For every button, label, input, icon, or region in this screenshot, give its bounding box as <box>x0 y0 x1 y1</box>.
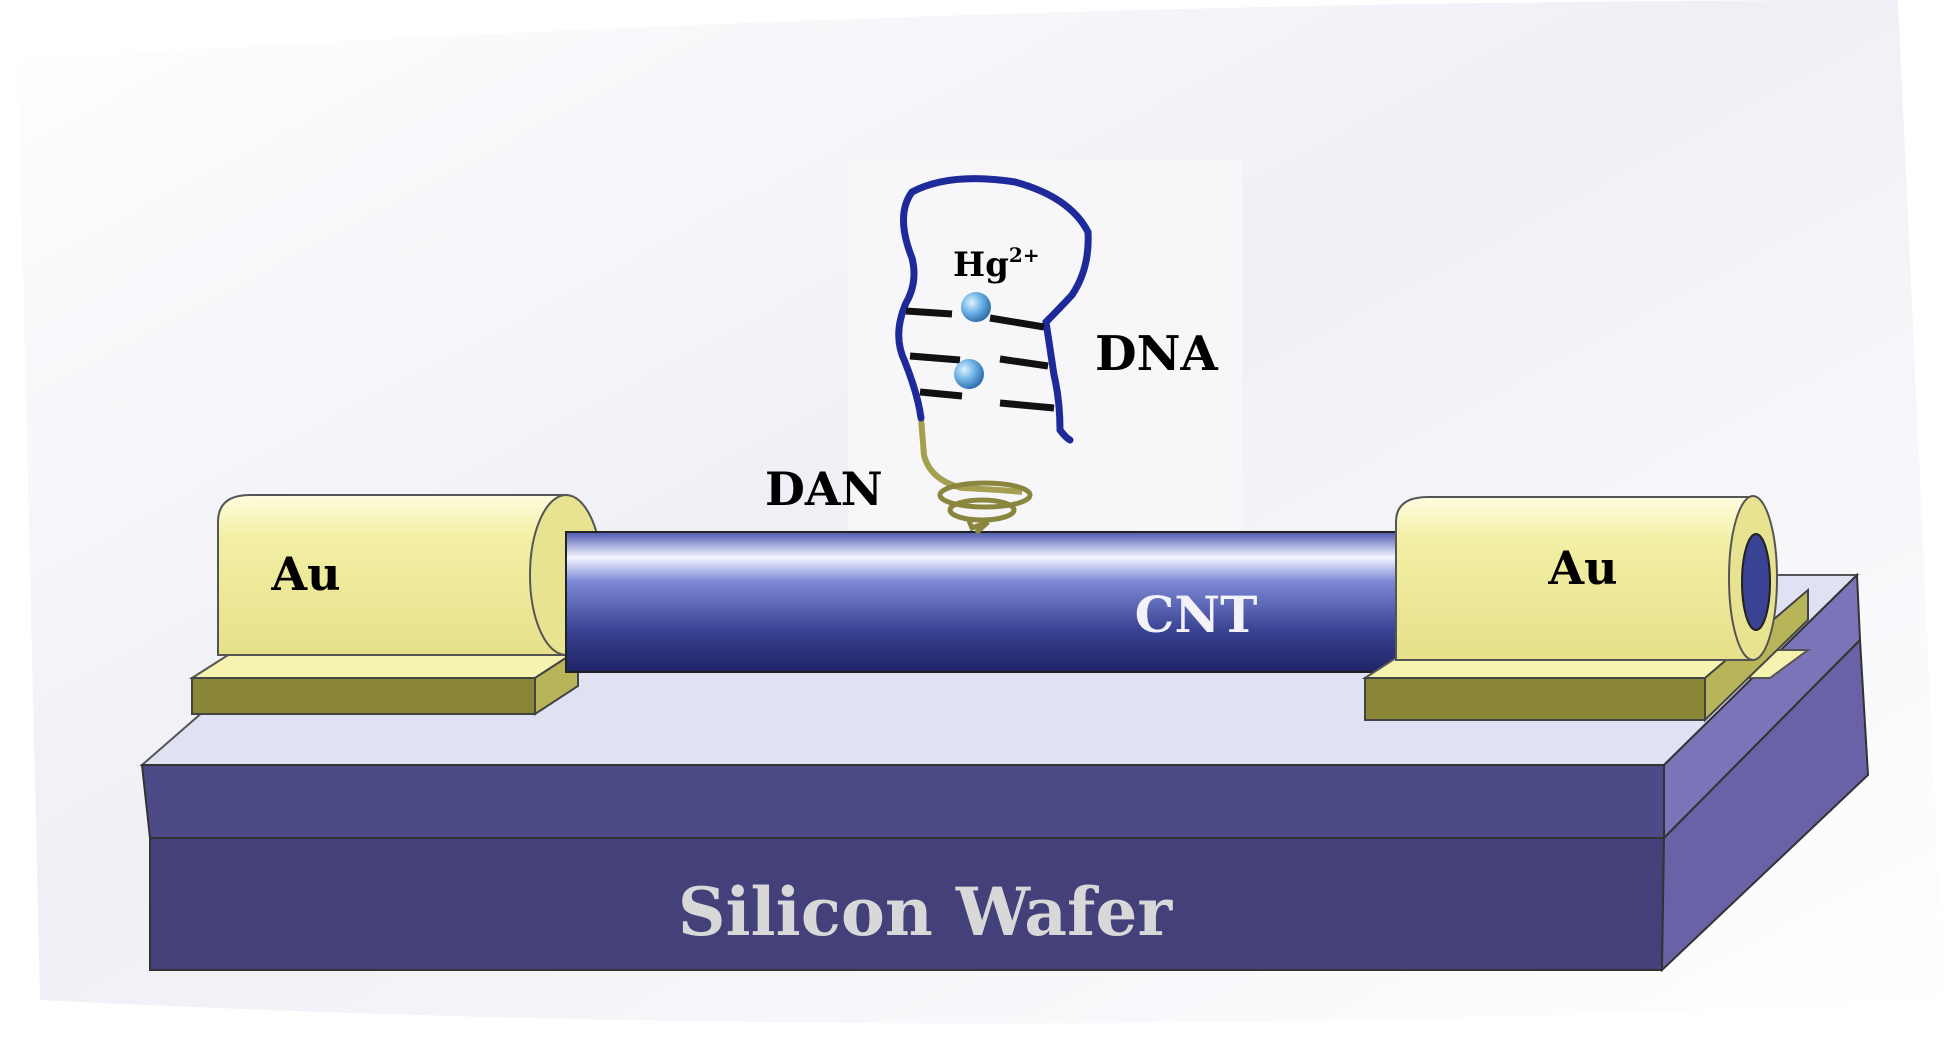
hg-charge: 2+ <box>1009 243 1040 267</box>
dan-linker-stem <box>918 417 1023 495</box>
cnt-body <box>565 531 1397 673</box>
wafer-right-side-lower <box>1660 637 1870 973</box>
left-gold-electrode: Au <box>188 494 603 716</box>
base-pair-2b <box>999 355 1049 370</box>
hg-ion-1 <box>961 292 991 322</box>
right-electrode-base-front <box>1364 677 1706 721</box>
wafer-label: Silicon Wafer <box>678 873 1174 951</box>
dan-anchor <box>965 517 990 535</box>
dan-coil-2 <box>947 497 1017 523</box>
base-pair-2 <box>909 352 961 364</box>
dna-panel <box>848 160 1243 530</box>
hg-ion-2 <box>954 359 984 389</box>
au-left-label: Au <box>270 547 340 601</box>
dna-strand <box>895 175 1092 444</box>
base-pair-3b <box>999 399 1055 412</box>
left-electrode-base-front <box>191 677 536 715</box>
right-electrode-block <box>1395 496 1754 661</box>
dan-coil-1 <box>937 480 1033 510</box>
left-electrode-block <box>217 494 567 656</box>
dna-hairpin: Hg2+ DNA <box>895 175 1219 444</box>
wafer-oxide-layer <box>140 764 1665 839</box>
dna-label: DNA <box>1095 326 1219 382</box>
base-pair-1b <box>989 314 1045 331</box>
hg-label: Hg2+ <box>953 243 1040 285</box>
au-right-label: Au <box>1547 541 1617 595</box>
dan-label: DAN <box>765 462 883 516</box>
right-electrode-cnt-opening <box>1741 533 1771 631</box>
right-gold-electrode: Au <box>1361 495 1812 723</box>
carbon-nanotube: CNT <box>565 531 1397 673</box>
dan-linker: DAN <box>765 417 1033 535</box>
cnt-label: CNT <box>1135 585 1258 644</box>
base-pair-3 <box>919 388 963 400</box>
base-pair-1 <box>905 307 953 318</box>
